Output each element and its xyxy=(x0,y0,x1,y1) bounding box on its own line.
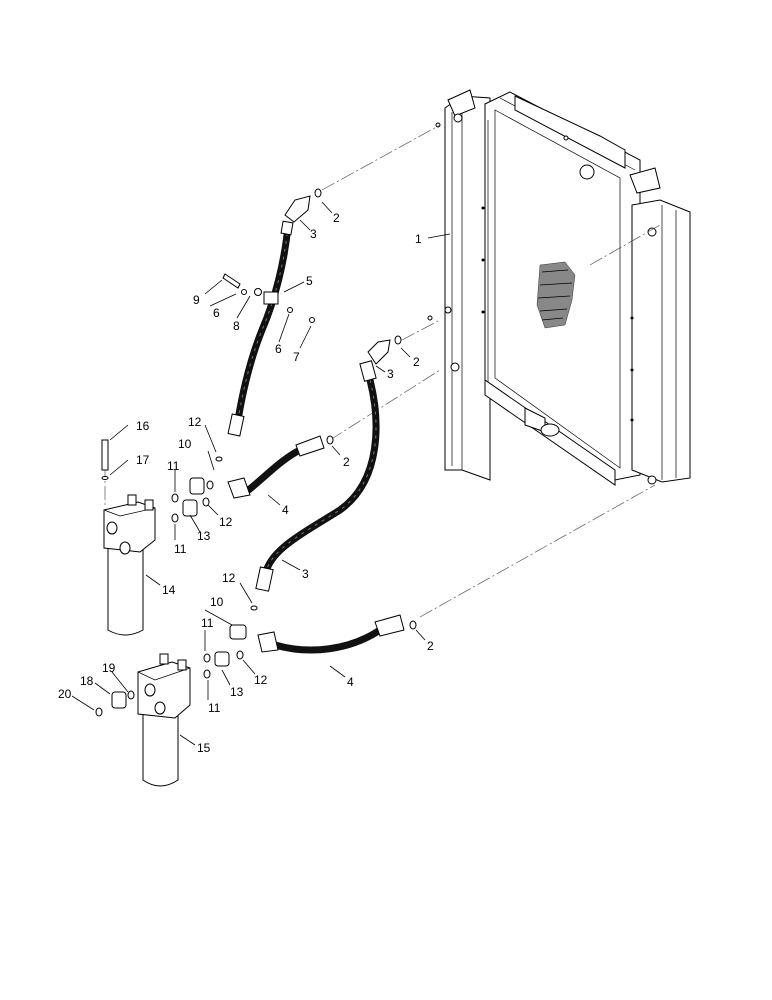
callout-12: 12 xyxy=(219,515,233,529)
callout-13: 13 xyxy=(230,685,244,699)
callout-1: 1 xyxy=(415,232,422,246)
callout-2: 2 xyxy=(343,455,350,469)
callout-17: 17 xyxy=(136,453,150,467)
callout-19: 19 xyxy=(102,661,116,675)
callout-11: 11 xyxy=(208,701,221,715)
callout-16: 16 xyxy=(136,419,150,433)
callout-11: 11 xyxy=(174,542,187,556)
callout-10: 10 xyxy=(178,437,192,451)
callout-13: 13 xyxy=(197,529,211,543)
callout-2: 2 xyxy=(427,639,434,653)
callout-12: 12 xyxy=(188,415,202,429)
leader-lines xyxy=(71,201,451,746)
filter-14 xyxy=(103,494,156,636)
callout-11: 11 xyxy=(201,616,214,630)
callout-4: 4 xyxy=(282,503,289,517)
callout-4: 4 xyxy=(347,675,354,689)
callout-20: 20 xyxy=(58,687,72,701)
callout-9: 9 xyxy=(193,293,200,307)
callout-5: 5 xyxy=(306,274,313,288)
callout-12: 12 xyxy=(254,673,268,687)
callout-7: 7 xyxy=(293,350,300,364)
callout-6: 6 xyxy=(213,306,220,320)
callout-2: 2 xyxy=(413,355,420,369)
callout-3: 3 xyxy=(310,227,317,241)
callout-3: 3 xyxy=(387,367,394,381)
callout-14: 14 xyxy=(162,583,176,597)
callout-2: 2 xyxy=(333,211,340,225)
filter-15 xyxy=(137,653,191,787)
hoses xyxy=(227,195,405,654)
callout-18: 18 xyxy=(80,674,94,688)
callouts: 1 2 2 2 2 3 3 3 4 4 5 6 6 7 8 9 10 10 11… xyxy=(58,211,434,755)
fittings xyxy=(95,188,417,717)
radiator-assembly xyxy=(427,89,691,486)
callout-10: 10 xyxy=(210,595,224,609)
callout-3: 3 xyxy=(302,567,309,581)
callout-11: 11 xyxy=(167,459,180,473)
callout-12: 12 xyxy=(222,571,236,585)
callout-6: 6 xyxy=(275,342,282,356)
callout-15: 15 xyxy=(197,741,211,755)
callout-8: 8 xyxy=(233,319,240,333)
